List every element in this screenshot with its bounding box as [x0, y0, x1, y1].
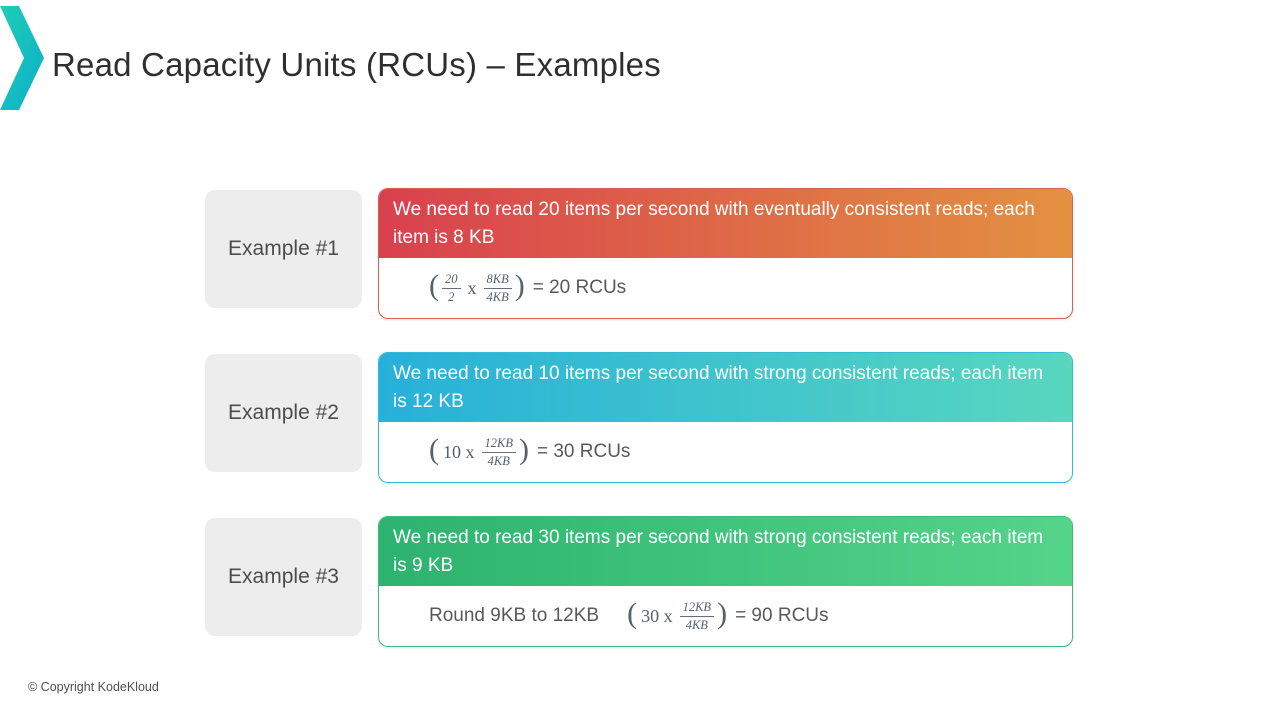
numerator: 12KB: [481, 436, 516, 453]
example-2-label: Example #2: [228, 401, 339, 424]
example-row-2: Example #2 We need to read 10 items per …: [0, 352, 1280, 483]
example-2-statement: We need to read 10 items per second with…: [393, 363, 1044, 412]
example-1-label: Example #1: [228, 237, 339, 260]
example-1-statement: We need to read 20 items per second with…: [393, 199, 1035, 248]
close-paren: ): [518, 433, 529, 466]
example-3-label: Example #3: [228, 565, 339, 588]
denominator: 4KB: [487, 453, 510, 468]
example-2-card: We need to read 10 items per second with…: [378, 352, 1073, 483]
example-1-label-box: Example #1: [205, 190, 362, 308]
example-2-header: We need to read 10 items per second with…: [379, 353, 1072, 422]
numerator: 12KB: [679, 600, 715, 617]
example-1-card: We need to read 20 items per second with…: [378, 188, 1073, 319]
example-3-statement: We need to read 30 items per second with…: [393, 527, 1044, 576]
example-row-1: Example #1 We need to read 20 items per …: [0, 188, 1280, 319]
open-paren: (: [627, 597, 638, 630]
open-paren: (: [429, 433, 439, 466]
formula-result: = 90 RCUs: [735, 605, 829, 626]
numerator: 20: [442, 272, 461, 289]
multiply-sign: x: [467, 277, 477, 298]
formula-result: = 20 RCUs: [532, 277, 627, 298]
open-paren: (: [429, 269, 439, 302]
close-paren: ): [717, 597, 728, 630]
close-paren: ): [514, 269, 525, 302]
corner-chevron-icon: [0, 6, 44, 110]
denominator: 4KB: [486, 289, 509, 304]
example-3-label-box: Example #3: [205, 518, 362, 636]
rounding-note: Round 9KB to 12KB: [429, 605, 600, 626]
example-3-header: We need to read 30 items per second with…: [379, 517, 1072, 586]
formula-result: = 30 RCUs: [536, 441, 631, 462]
example-3-card: We need to read 30 items per second with…: [378, 516, 1073, 647]
page-title: Read Capacity Units (RCUs) – Examples: [52, 46, 661, 83]
multiplier: 10 x: [443, 441, 475, 462]
multiplier: 30 x: [641, 605, 673, 626]
example-row-3: Example #3 We need to read 30 items per …: [0, 516, 1280, 647]
example-2-label-box: Example #2: [205, 354, 362, 472]
denominator: 2: [448, 289, 455, 304]
example-1-header: We need to read 20 items per second with…: [379, 189, 1072, 258]
footer-copyright: © Copyright KodeKloud: [28, 680, 159, 694]
numerator: 8KB: [483, 272, 512, 289]
denominator: 4KB: [685, 617, 708, 632]
